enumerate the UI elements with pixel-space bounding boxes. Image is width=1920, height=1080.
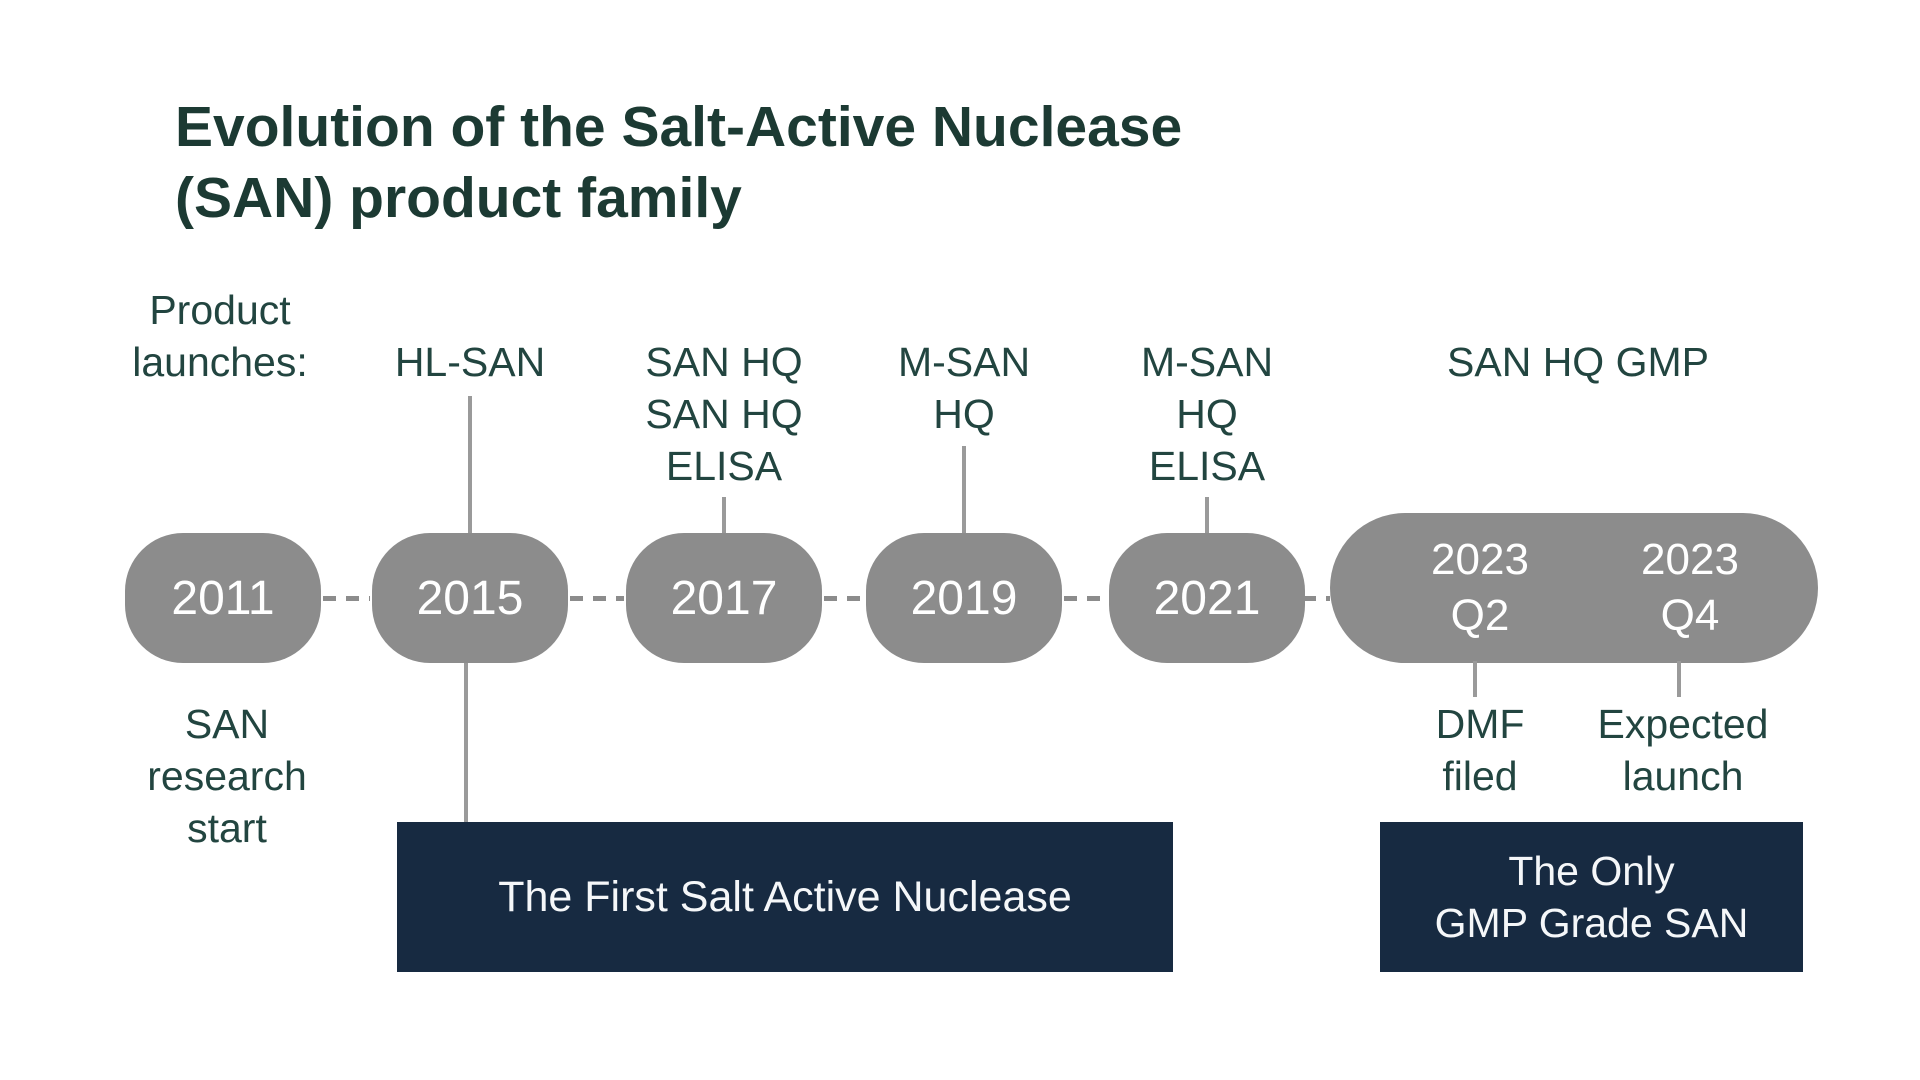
callout-gmp-line1: The Only (1508, 848, 1675, 894)
san-research-line1: SAN (184, 701, 270, 747)
label-san-hq-gmp-text: SAN HQ GMP (1447, 339, 1709, 385)
page-title-line1: Evolution of the Salt-Active Nuclease (175, 95, 1183, 159)
dashed-connector-5 (1303, 596, 1330, 601)
year-2021: 2021 (1153, 571, 1261, 625)
connector-2015-callout (464, 663, 468, 822)
product-launches-line2: launches: (132, 339, 308, 385)
connector-label-2019 (962, 446, 966, 533)
dashed-connector-3 (824, 596, 864, 601)
label-san-hq-gmp: SAN HQ GMP (1447, 336, 1709, 388)
launch-line2: launch (1622, 753, 1744, 799)
callout-gmp-line2: GMP Grade SAN (1434, 900, 1749, 946)
connector-label-2017 (722, 497, 726, 533)
timeline-node-2019: 2019 (866, 533, 1062, 663)
connector-hlsan-2015 (468, 396, 472, 533)
label-above-2015: HL-SAN (395, 336, 545, 388)
dashed-connector-2 (570, 596, 624, 601)
launch-line1: Expected (1597, 701, 1769, 747)
year-2017: 2017 (670, 571, 778, 625)
label-dmf-filed: DMF filed (1436, 698, 1525, 802)
label-2021-line1: M-SAN (1140, 339, 1274, 385)
year-2015: 2015 (416, 571, 524, 625)
label-hl-san: HL-SAN (394, 339, 546, 385)
dmf-line2: filed (1442, 753, 1518, 799)
label-2017-line2: SAN HQ (645, 391, 803, 437)
label-above-2021: M-SAN HQ ELISA (1141, 336, 1273, 492)
label-2021-line2: HQ (1176, 391, 1238, 437)
page-title: Evolution of the Salt-Active Nuclease (S… (175, 92, 1182, 234)
timeline-node-2011: 2011 (125, 533, 321, 663)
label-2019-line1: M-SAN (897, 339, 1031, 385)
page-title-line2: (SAN) product family (175, 166, 742, 230)
callout-gmp-grade: The Only GMP Grade SAN (1380, 822, 1803, 972)
year-2011: 2011 (171, 571, 275, 625)
milestone-q2-quarter: Q2 (1450, 591, 1510, 640)
timeline-node-2023: 2023 Q2 2023 Q4 (1330, 513, 1818, 663)
milestone-q2-year: 2023 (1431, 535, 1529, 584)
label-2017-line3: ELISA (665, 443, 783, 489)
dmf-line1: DMF (1435, 701, 1525, 747)
label-2017-line1: SAN HQ (645, 339, 803, 385)
timeline-node-2017: 2017 (626, 533, 822, 663)
label-expected-launch: Expected launch (1598, 698, 1769, 802)
product-launches-label: Product launches: (132, 284, 308, 388)
dashed-connector-4 (1064, 596, 1107, 601)
label-2021-line3: ELISA (1148, 443, 1266, 489)
connector-label-2021 (1205, 497, 1209, 533)
dashed-connector-1 (323, 596, 370, 601)
product-launches-line1: Product (149, 287, 291, 333)
callout-first-san-text: The First Salt Active Nuclease (498, 872, 1072, 921)
label-above-2019: M-SAN HQ (898, 336, 1030, 440)
milestone-q4-year: 2023 (1641, 535, 1739, 584)
label-san-research-start: SAN research start (147, 698, 307, 854)
milestone-q4-quarter: Q4 (1660, 591, 1720, 640)
san-research-line2: research (147, 753, 307, 799)
callout-first-san: The First Salt Active Nuclease (397, 822, 1173, 972)
year-2019: 2019 (910, 571, 1018, 625)
timeline-node-2021: 2021 (1109, 533, 1305, 663)
milestone-2023-q4: 2023 Q4 (1585, 513, 1795, 663)
label-above-2017: SAN HQ SAN HQ ELISA (645, 336, 802, 492)
timeline-node-2015: 2015 (372, 533, 568, 663)
milestone-2023-q2: 2023 Q2 (1360, 513, 1600, 663)
label-2019-line2: HQ (933, 391, 995, 437)
connector-q2-dmf (1473, 661, 1477, 697)
connector-q4-launch (1677, 661, 1681, 697)
san-research-line3: start (187, 805, 267, 851)
